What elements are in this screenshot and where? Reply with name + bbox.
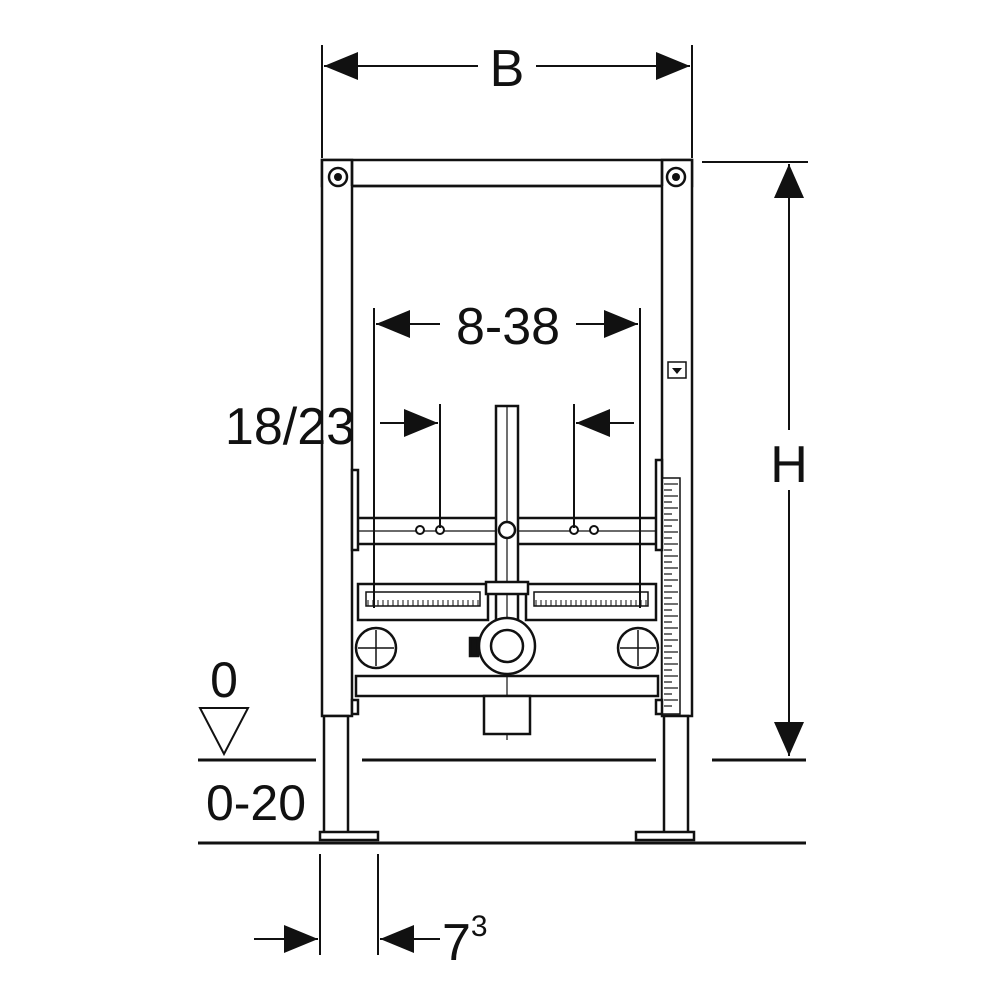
label-width: B: [490, 40, 525, 98]
dimension-connection: [380, 404, 634, 528]
label-floor-level: 0: [210, 652, 238, 708]
dimension-height: [702, 161, 808, 756]
dimension-spacing: [373, 308, 641, 608]
corner-bolts: [327, 166, 687, 188]
level-triangle: [198, 707, 250, 757]
label-foot-offset-sup: 3: [471, 910, 488, 943]
round-supports: [354, 626, 660, 670]
floor-lines: [198, 758, 806, 845]
label-foot-offset-base: 7: [442, 914, 471, 972]
label-floor-adjust: 0-20: [206, 775, 306, 831]
mounting-holes: [415, 525, 599, 535]
label-connection: 18/23: [225, 398, 355, 456]
label-height: H: [770, 436, 808, 494]
scale-ticks: [664, 483, 678, 707]
rail-teeth: [367, 600, 647, 606]
label-foot-offset: 73: [442, 910, 488, 972]
dimension-width: [321, 45, 693, 158]
label-spacing: 8-38: [456, 298, 560, 356]
dimension-foot-offset: [254, 854, 440, 955]
legs: [318, 698, 696, 842]
post-marker: [667, 361, 687, 379]
central-pipe: [468, 404, 537, 740]
height-scale: [661, 477, 681, 715]
